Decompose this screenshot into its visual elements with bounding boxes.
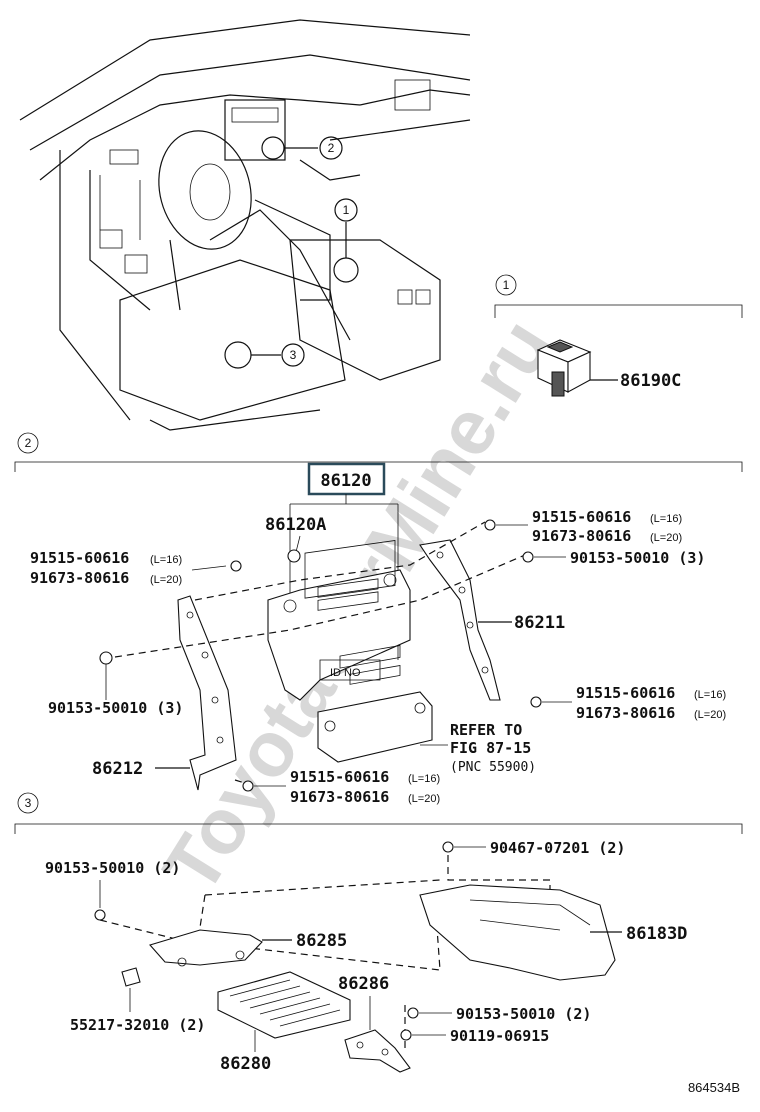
part-86183D: 86183D — [626, 924, 687, 944]
callout-3: 3 — [224, 341, 305, 369]
section-1: 1 86190C — [494, 274, 743, 397]
part-86280: 86280 — [220, 1054, 271, 1074]
bolt-icon — [94, 909, 106, 921]
callout-1: 1 — [333, 198, 359, 283]
svg-text:1: 1 — [343, 203, 350, 217]
part-86286: 86286 — [338, 974, 389, 994]
bracket-86285-icon — [149, 929, 263, 967]
control-unit-icon — [317, 644, 433, 763]
knob-86120A-icon — [287, 549, 301, 563]
screw-90119: 90119-06915 — [450, 1027, 549, 1045]
refer-line-3: (PNC 55900) — [450, 760, 536, 775]
bracket-86211-icon — [419, 539, 501, 701]
svg-text:3: 3 — [290, 348, 297, 362]
bolt-90153-s3-right: 90153-50010 (2) — [456, 1005, 591, 1023]
bolt-icon — [99, 651, 113, 665]
id-no-label: ID NO — [330, 667, 361, 679]
svg-text:(L=16): (L=16) — [408, 773, 440, 785]
svg-text:(L=20): (L=20) — [150, 574, 182, 586]
part-86285: 86285 — [296, 931, 347, 951]
screw-91515-right2: 91515-60616 — [576, 684, 675, 702]
part-86190C: 86190C — [620, 371, 681, 391]
bolt-90153-left: 90153-50010 (3) — [48, 699, 183, 717]
callout-2: 2 — [261, 136, 343, 160]
bolt-90153-right: 90153-50010 (3) — [570, 549, 705, 567]
svg-text:(L=16): (L=16) — [650, 513, 682, 525]
section-1-marker — [495, 274, 517, 296]
screw-91515-left: 91515-60616 — [30, 549, 129, 567]
part-86120A: 86120A — [265, 515, 326, 535]
clip-90467: 90467-07201 (2) — [490, 839, 625, 857]
screw-icon — [484, 519, 496, 531]
screw-91673-bottom: 91673-80616 — [290, 788, 389, 806]
section-3-marker — [17, 792, 39, 814]
svg-text:2: 2 — [25, 436, 32, 450]
section-2-marker — [17, 432, 39, 454]
svg-text:(L=20): (L=20) — [650, 532, 682, 544]
svg-text:(L=16): (L=16) — [150, 554, 182, 566]
screw-91673-right: 91673-80616 — [532, 527, 631, 545]
screw-91673-left: 91673-80616 — [30, 569, 129, 587]
part-86211: 86211 — [514, 613, 565, 633]
bracket-86286-icon — [344, 1029, 411, 1073]
section-3: 3 90153-50010 (2) 90467-07201 (2) 86285 … — [14, 792, 743, 1074]
bolt-90153-s3-left: 90153-50010 (2) — [45, 859, 180, 877]
screw-91515-bottom: 91515-60616 — [290, 768, 389, 786]
part-86212: 86212 — [92, 759, 143, 779]
part-55217: 55217-32010 (2) — [70, 1016, 205, 1034]
figure-code: 864534B — [688, 1080, 740, 1095]
section-2: 2 86120 86120A ID NO REFER — [14, 432, 743, 806]
amplifier-86280-icon — [217, 971, 351, 1039]
clip-icon — [442, 841, 454, 853]
bolt-icon — [407, 1007, 419, 1019]
svg-text:(L=20): (L=20) — [694, 709, 726, 721]
screw-91673-right2: 91673-80616 — [576, 704, 675, 722]
screw-icon — [400, 1029, 412, 1041]
refer-line-2: FIG 87-15 — [450, 739, 531, 757]
highlight-box — [307, 462, 386, 496]
svg-text:(L=16): (L=16) — [694, 689, 726, 701]
dashboard-illustration — [19, 19, 471, 431]
screw-icon — [242, 780, 254, 792]
clip-55217-icon — [121, 967, 141, 987]
refer-line-1: REFER TO — [450, 721, 522, 739]
screw-91515-right: 91515-60616 — [532, 508, 631, 526]
svg-text:3: 3 — [25, 796, 32, 810]
cover-86183D-icon — [419, 884, 616, 981]
center-panel-86120-icon — [267, 540, 411, 701]
part-86120[interactable]: 86120 — [320, 471, 371, 491]
svg-text:2: 2 — [328, 141, 335, 155]
svg-text:(L=20): (L=20) — [408, 793, 440, 805]
screw-icon — [230, 560, 242, 572]
switch-86190C-icon — [536, 339, 592, 397]
bracket-86212-icon — [177, 595, 237, 791]
bolt-icon — [522, 551, 534, 563]
svg-text:1: 1 — [503, 278, 510, 292]
screw-icon — [530, 696, 542, 708]
